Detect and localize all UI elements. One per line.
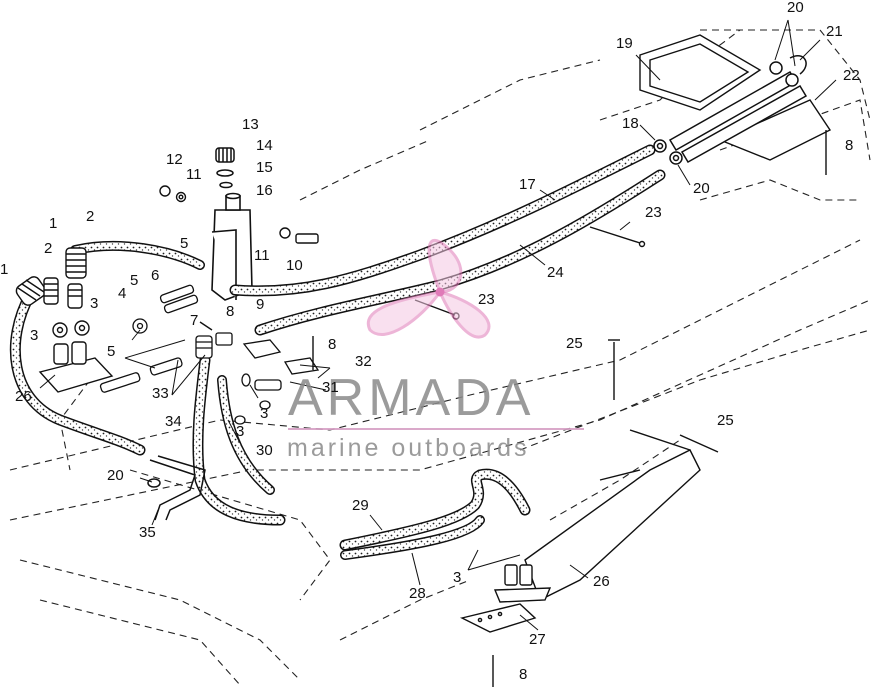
callout-18: 18 — [622, 115, 639, 132]
hose-28-29 — [339, 468, 531, 560]
callout-3: 3 — [30, 327, 39, 344]
callout-32: 32 — [355, 353, 372, 370]
callout-3: 3 — [260, 405, 269, 422]
callout-20: 20 — [107, 467, 124, 484]
fittings-top — [159, 185, 319, 244]
fittings-center — [99, 284, 320, 425]
callout-20: 20 — [787, 0, 804, 16]
callout-11: 11 — [254, 247, 270, 264]
callout-7: 7 — [190, 312, 199, 329]
callout-2: 2 — [44, 240, 53, 257]
leader-lines — [39, 19, 837, 631]
hose-17 — [229, 144, 656, 297]
callout-3: 3 — [453, 569, 462, 586]
callout-30: 30 — [256, 442, 273, 459]
callout-24: 24 — [547, 264, 564, 281]
coupler-1 — [15, 276, 47, 306]
callout-29: 29 — [352, 497, 369, 514]
callout-5: 5 — [180, 235, 189, 252]
watermark-brand: ARMADA — [288, 369, 535, 427]
callout-6: 6 — [151, 267, 160, 284]
plate-27 — [459, 603, 537, 633]
armada-logo-icon — [366, 238, 491, 339]
hose-center — [192, 354, 286, 526]
callout-27: 27 — [529, 631, 546, 648]
hose-left-inner — [70, 241, 205, 270]
reservoir — [211, 192, 253, 301]
coupler-2 — [43, 247, 87, 309]
callout-12: 12 — [166, 151, 183, 168]
callout-5: 5 — [130, 272, 139, 289]
callout-17: 17 — [519, 176, 536, 193]
callout-1: 1 — [0, 261, 9, 278]
callout-19: 19 — [616, 35, 633, 52]
callout-20: 20 — [693, 180, 710, 197]
callout-15: 15 — [256, 159, 273, 176]
callout-14: 14 — [256, 137, 273, 154]
callout-28: 28 — [409, 585, 426, 602]
callout-8: 8 — [845, 137, 854, 154]
callout-26: 26 — [593, 573, 610, 590]
callout-2: 2 — [86, 208, 95, 225]
callout-31: 31 — [322, 379, 339, 396]
tube-35 — [147, 455, 206, 521]
callout-35: 35 — [139, 524, 156, 541]
hose-left-outer — [9, 289, 146, 456]
bracket-right — [493, 429, 701, 603]
callout-1: 1 — [49, 215, 58, 232]
callout-33: 33 — [152, 385, 169, 402]
callout-22: 22 — [843, 67, 860, 84]
callout-21: 21 — [826, 23, 843, 40]
exchanger-plates — [639, 34, 832, 161]
callout-8: 8 — [226, 303, 235, 320]
callout-23: 23 — [478, 291, 495, 308]
watermark-tagline: marine outboards — [287, 434, 530, 462]
callout-34: 34 — [165, 413, 182, 430]
reservoir-cap — [215, 147, 235, 189]
callout-5: 5 — [107, 343, 116, 360]
callout-25: 25 — [566, 335, 583, 352]
callout-13: 13 — [242, 116, 259, 133]
bracket-left — [38, 320, 114, 393]
callout-25: 25 — [717, 412, 734, 429]
callout-8: 8 — [519, 666, 528, 683]
callout-26: 26 — [15, 388, 32, 405]
callout-4: 4 — [118, 285, 127, 302]
callout-9: 9 — [256, 296, 265, 313]
callout-8: 8 — [328, 336, 337, 353]
callout-3: 3 — [90, 295, 99, 312]
exchanger-tubes — [653, 55, 808, 165]
callout-3: 3 — [236, 423, 245, 440]
watermark-divider — [288, 428, 584, 430]
callout-23: 23 — [645, 204, 662, 221]
callout-11: 11 — [186, 166, 202, 183]
callout-10: 10 — [286, 257, 303, 274]
callout-16: 16 — [256, 182, 273, 199]
